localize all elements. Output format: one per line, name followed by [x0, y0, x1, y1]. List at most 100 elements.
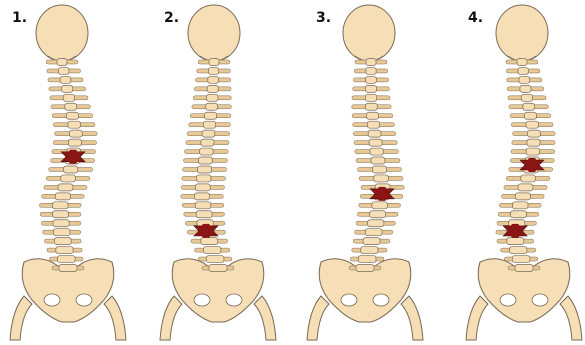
obturator-left — [194, 294, 210, 306]
vertebra-icon — [62, 85, 73, 92]
vertebra-icon — [365, 85, 376, 92]
vertebra-icon — [366, 59, 376, 66]
vertebra-icon — [68, 121, 80, 128]
obturator-right — [76, 294, 92, 306]
apex-vertebra-marker — [61, 150, 85, 164]
vertebra-icon — [358, 256, 376, 263]
obturator-left — [500, 294, 516, 306]
obturator-left — [341, 294, 357, 306]
femur-right — [104, 296, 126, 340]
obturator-right — [373, 294, 389, 306]
femur-left — [160, 296, 182, 340]
vertebra-icon — [370, 211, 386, 218]
vertebra-icon — [63, 94, 74, 101]
vertebra-icon — [61, 175, 76, 182]
vertebra-icon — [365, 94, 376, 101]
vertebra-icon — [208, 76, 219, 83]
vertebra-icon — [372, 202, 388, 209]
femur-right — [560, 296, 582, 340]
vertebra-icon — [366, 67, 376, 74]
vertebra-icon — [521, 94, 532, 101]
vertebra-icon — [52, 202, 68, 209]
vertebra-icon — [58, 184, 73, 191]
vertebra-icon — [356, 265, 374, 272]
vertebra-icon — [368, 130, 381, 137]
apex-vertebra-marker — [370, 187, 394, 201]
vertebra-icon — [59, 67, 69, 74]
skull-icon — [36, 5, 88, 61]
vertebra-icon — [207, 94, 218, 101]
skull-icon — [188, 5, 240, 61]
vertebra-icon — [519, 76, 530, 83]
vertebra-icon — [64, 166, 78, 173]
vertebra-icon — [366, 76, 377, 83]
vertebra-icon — [368, 220, 384, 227]
vertebra-icon — [372, 166, 386, 173]
vertebra-icon — [527, 139, 540, 146]
vertebra-icon — [60, 76, 71, 83]
vertebra-icon — [196, 211, 212, 218]
femur-left — [307, 296, 329, 340]
vertebra-icon — [53, 220, 69, 227]
vertebra-icon — [365, 229, 382, 236]
vertebra-icon — [197, 166, 211, 173]
vertebra-icon — [202, 130, 215, 137]
obturator-right — [532, 294, 548, 306]
vertebra-icon — [194, 193, 209, 200]
vertebra-icon — [196, 175, 211, 182]
vertebra-icon — [510, 211, 526, 218]
femur-right — [401, 296, 423, 340]
vertebra-icon — [70, 130, 83, 137]
spine-figure-2 — [160, 5, 276, 340]
vertebra-icon — [68, 139, 81, 146]
vertebra-icon — [526, 148, 539, 155]
apex-vertebra-marker — [520, 158, 544, 172]
vertebra-icon — [528, 130, 541, 137]
vertebra-icon — [207, 85, 218, 92]
vertebra-icon — [55, 193, 70, 200]
vertebra-icon — [56, 247, 73, 254]
vertebra-icon — [507, 238, 524, 245]
vertebra-icon — [520, 85, 531, 92]
vertebra-icon — [208, 67, 218, 74]
vertebra-icon — [195, 184, 210, 191]
vertebra-icon — [206, 256, 224, 263]
vertebra-icon — [526, 121, 538, 128]
femur-right — [254, 296, 276, 340]
vertebra-icon — [524, 112, 536, 119]
vertebra-icon — [512, 202, 528, 209]
vertebra-icon — [53, 229, 70, 236]
vertebra-icon — [209, 265, 227, 272]
vertebra-icon — [204, 247, 221, 254]
vertebra-icon — [204, 112, 216, 119]
spine-figure-3 — [307, 5, 423, 340]
femur-left — [10, 296, 32, 340]
vertebra-icon — [200, 148, 213, 155]
vertebra-icon — [518, 67, 528, 74]
obturator-right — [226, 294, 242, 306]
skull-icon — [343, 5, 395, 61]
obturator-left — [44, 294, 60, 306]
vertebra-icon — [203, 121, 215, 128]
vertebra-icon — [361, 247, 378, 254]
vertebra-icon — [54, 238, 71, 245]
vertebra-icon — [206, 103, 218, 110]
vertebra-icon — [371, 157, 385, 164]
skull-icon — [496, 5, 548, 61]
vertebra-icon — [369, 139, 382, 146]
vertebra-icon — [201, 238, 218, 245]
vertebra-icon — [201, 139, 214, 146]
spine-figure-1 — [10, 5, 126, 340]
vertebra-icon — [363, 238, 380, 245]
vertebra-icon — [374, 175, 389, 182]
vertebra-icon — [59, 265, 77, 272]
vertebra-icon — [367, 121, 379, 128]
vertebra-icon — [523, 103, 535, 110]
vertebra-icon — [57, 256, 75, 263]
vertebra-icon — [518, 184, 533, 191]
vertebra-icon — [209, 59, 219, 66]
vertebra-icon — [65, 103, 77, 110]
vertebra-icon — [366, 103, 378, 110]
